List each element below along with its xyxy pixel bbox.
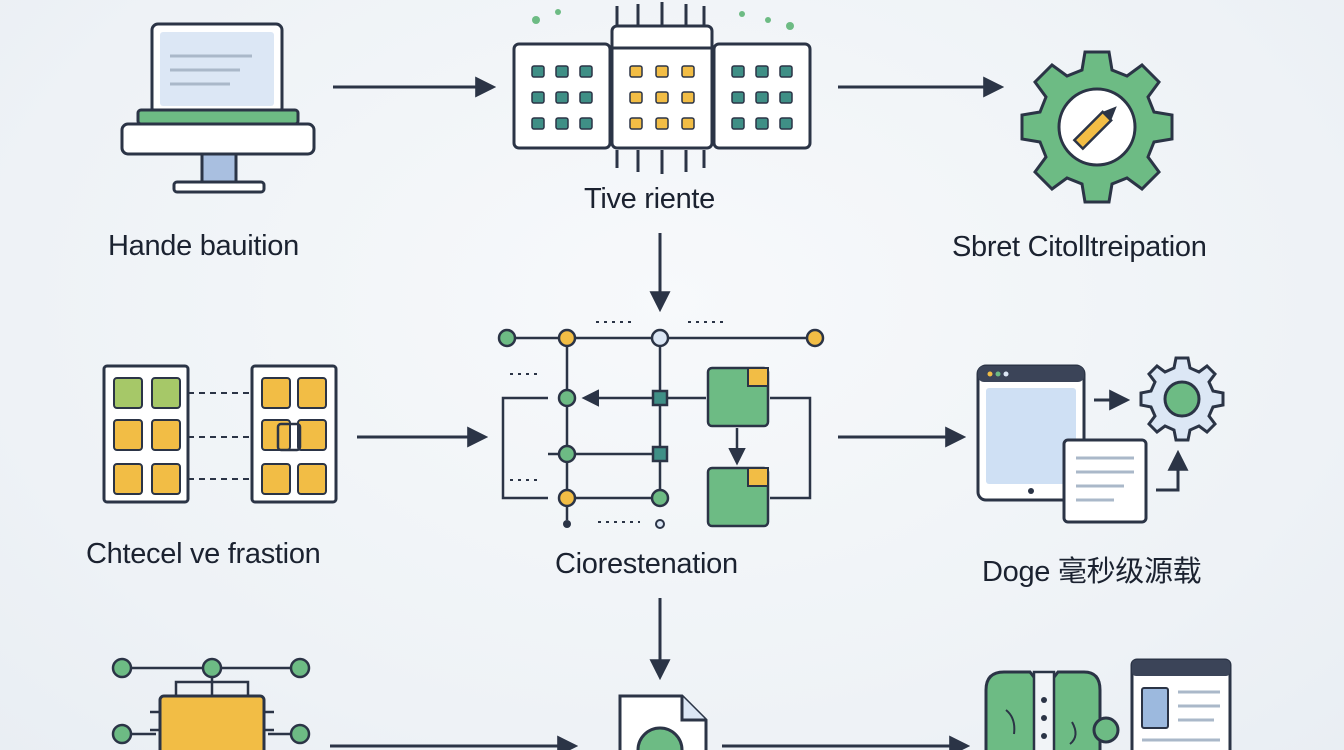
server-rack-icon <box>512 2 812 174</box>
document-icon <box>618 694 708 750</box>
monitor-icon <box>120 22 316 194</box>
node-label-settings: Sbret Citolltreipation <box>952 231 1207 263</box>
node-label-hardware: Hande bauition <box>108 230 299 262</box>
node-label-doge: Doge 毫秒级源载 <box>982 556 1202 588</box>
webpage-icon <box>1130 658 1232 750</box>
gear-pencil-icon <box>1020 50 1174 204</box>
tablet-document-gear-icon <box>976 356 1225 524</box>
jacket-icon <box>984 670 1120 750</box>
node-label-grid-transfer: Chtecel ve frastion <box>86 538 321 570</box>
node-label-orchestration: Ciorestenation <box>555 548 738 580</box>
node-label-five-mente: Tive riente <box>584 183 716 215</box>
grid-transfer-icon <box>102 364 338 504</box>
connector-arrows <box>330 76 1005 750</box>
network-flow-icon <box>497 321 825 529</box>
chip-circuit-icon <box>111 657 311 750</box>
